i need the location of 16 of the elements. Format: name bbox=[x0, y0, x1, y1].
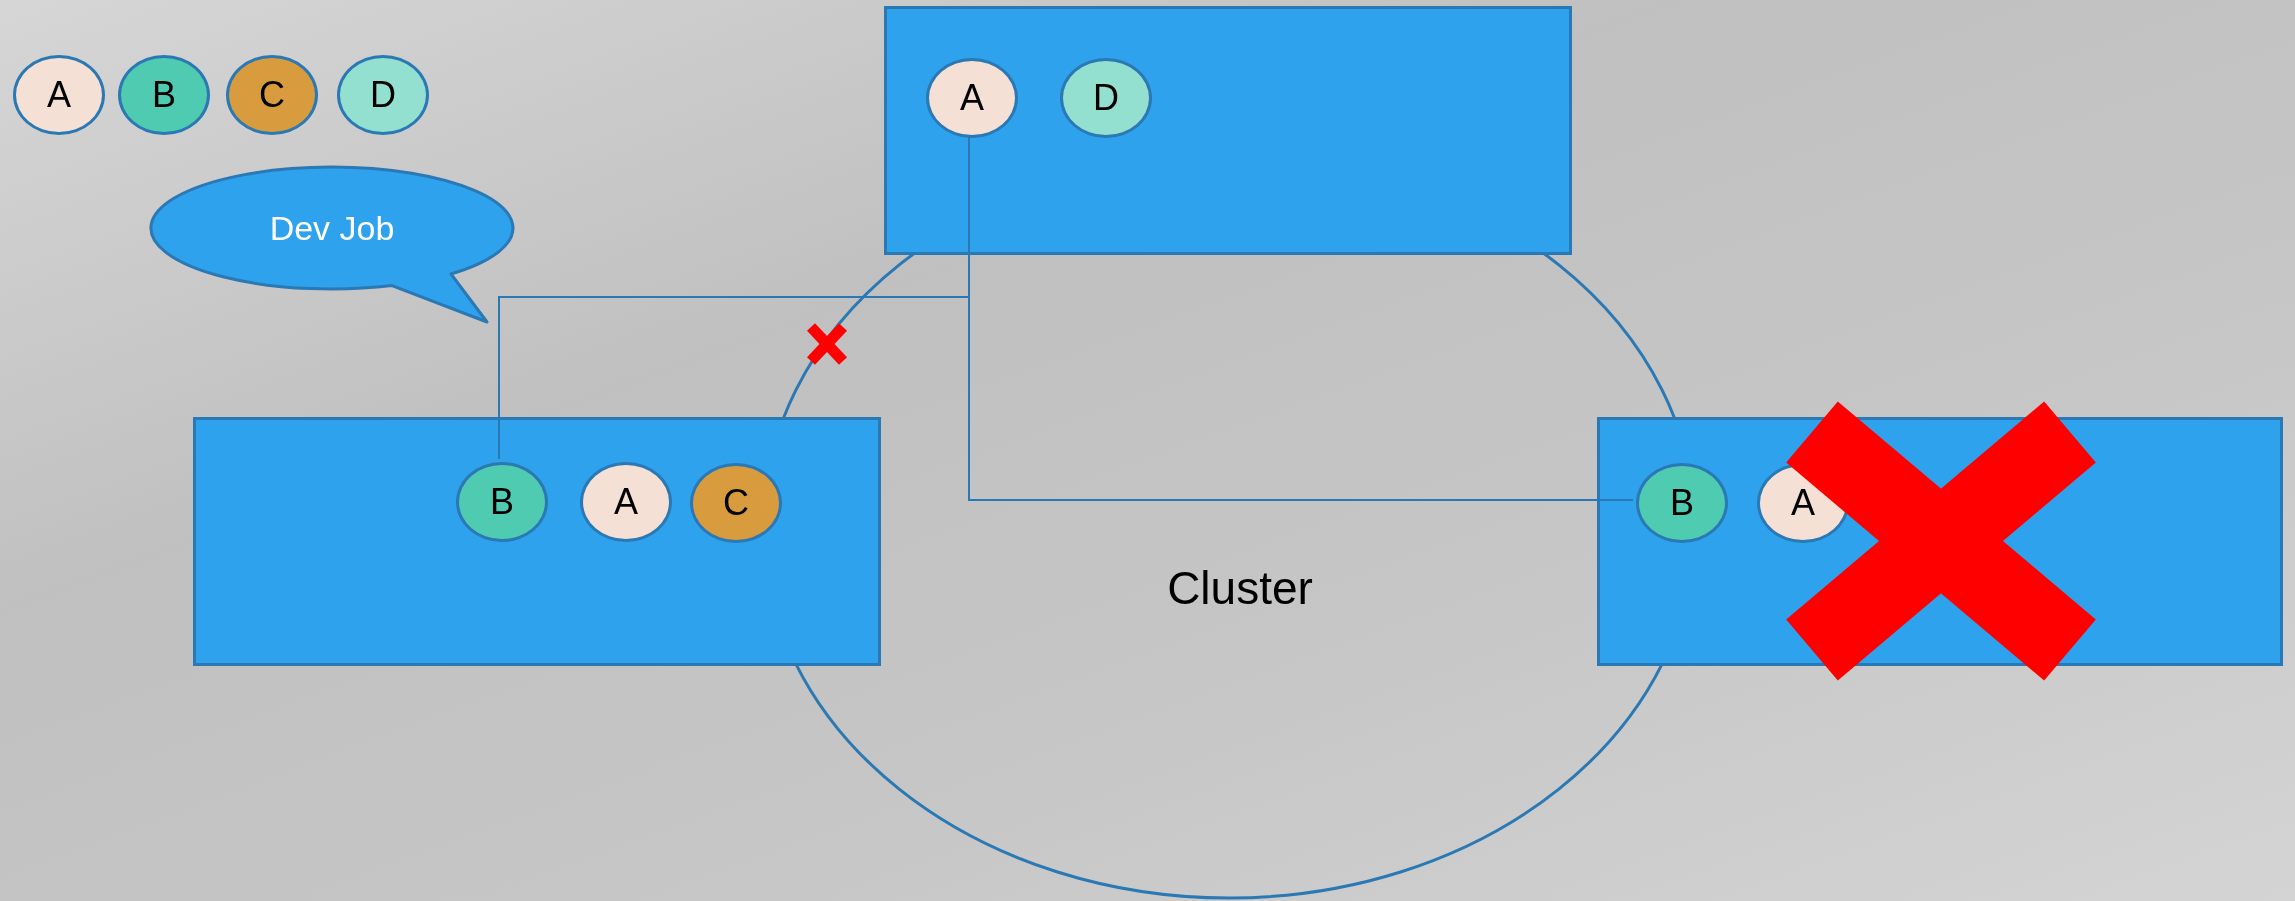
cluster-label: Cluster bbox=[1167, 561, 1313, 616]
node-letter: A bbox=[47, 77, 71, 113]
node-letter: D bbox=[370, 77, 396, 113]
node-letter: D bbox=[1093, 80, 1119, 116]
node-letter: A bbox=[1791, 485, 1815, 521]
bubble-text: Dev Job bbox=[269, 207, 395, 249]
node-box bbox=[193, 417, 881, 666]
node-letter: A bbox=[960, 80, 984, 116]
speech-bubble bbox=[149, 165, 515, 325]
node-letter: A bbox=[614, 484, 638, 520]
node-letter: B bbox=[152, 77, 176, 113]
node-letter: B bbox=[1670, 485, 1694, 521]
node-letter: B bbox=[490, 484, 514, 520]
node-letter: C bbox=[723, 485, 749, 521]
node-letter: C bbox=[259, 77, 285, 113]
node-box bbox=[884, 6, 1572, 255]
